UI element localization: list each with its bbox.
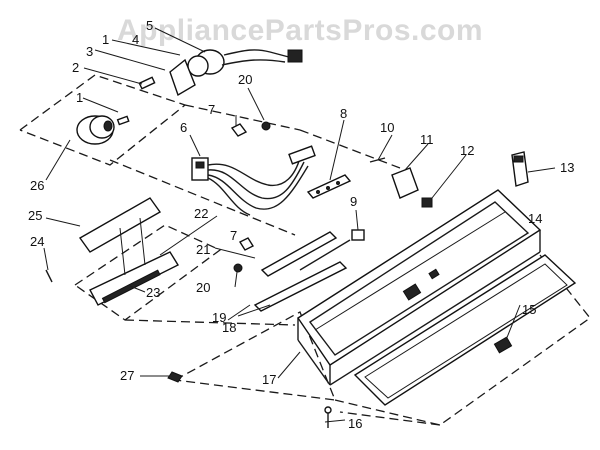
overlay-lens-part (353, 254, 577, 406)
callout-10: 10 (380, 120, 394, 135)
callout-22: 22 (194, 206, 208, 221)
callout-1a: 1 (76, 90, 83, 105)
callout-12: 12 (460, 143, 474, 158)
callout-20b: 20 (196, 280, 210, 295)
callout-1b: 1 (102, 32, 109, 47)
callout-23: 23 (146, 285, 160, 300)
callout-20a: 20 (238, 72, 252, 87)
switch-clip-part (369, 157, 433, 208)
wiring-harness-part (191, 145, 316, 216)
callout-14: 14 (528, 211, 542, 226)
callout-7b: 7 (230, 228, 237, 243)
callout-8: 8 (340, 106, 347, 121)
timer-assembly-part (138, 49, 303, 97)
callout-6: 6 (180, 120, 187, 135)
callout-4: 4 (132, 32, 139, 47)
callout-26: 26 (30, 178, 44, 193)
callout-2: 2 (72, 60, 79, 75)
callout-19: 19 (212, 310, 226, 325)
callout-17: 17 (262, 372, 276, 387)
rod-part (233, 231, 351, 312)
callout-21: 21 (196, 242, 210, 257)
callout-7a: 7 (208, 102, 215, 117)
callout-18: 18 (222, 320, 236, 335)
callout-15: 15 (522, 302, 536, 317)
callout-leader-lines (43, 27, 556, 423)
console-panel-part (297, 189, 542, 386)
callout-9: 9 (350, 194, 357, 209)
switch-bank-part (78, 197, 179, 306)
callout-16: 16 (348, 416, 362, 431)
clip-part (351, 229, 365, 241)
callout-labels: 1 2 3 1 5 4 20 7 6 8 10 11 12 13 9 14 15… (28, 18, 574, 431)
screw-part (230, 121, 271, 137)
loose-screw-part (45, 269, 332, 428)
callout-13: 13 (560, 160, 574, 175)
callout-25: 25 (28, 208, 42, 223)
callout-3: 3 (86, 44, 93, 59)
callout-27: 27 (120, 368, 134, 383)
callout-11: 11 (420, 132, 434, 147)
callout-5: 5 (146, 18, 153, 33)
end-bracket-part (511, 151, 529, 187)
bracket-part (306, 174, 352, 199)
motor-part (76, 115, 130, 145)
group-boundary-lines (19, 74, 591, 426)
callout-24: 24 (30, 234, 44, 249)
watermark: AppliancePartsPros.com (117, 14, 483, 47)
